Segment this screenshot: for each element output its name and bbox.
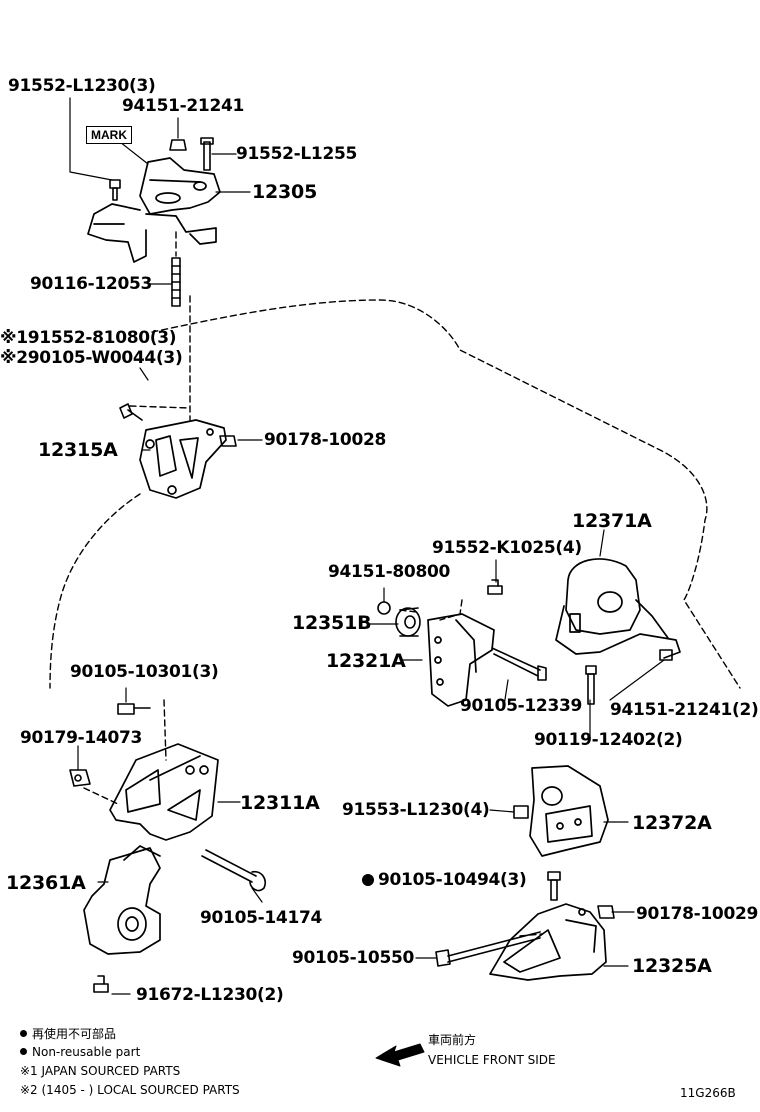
nut-94151-21241: [169, 139, 187, 151]
bracket-12325A: [489, 903, 607, 981]
bolt-90105-10301: [117, 703, 151, 715]
nut-94151-21241-2: [659, 649, 673, 661]
legend-local-sourced: ※2 (1405 - ) LOCAL SOURCED PARTS: [20, 1083, 240, 1097]
bolt-91552-L1255: [200, 137, 214, 171]
stud-90116-12053: [171, 257, 181, 307]
part-label-94151-21241[interactable]: 94151-21241: [122, 96, 245, 116]
nut-90178-10029: [597, 905, 615, 919]
part-label-12361A[interactable]: 12361A: [6, 872, 86, 894]
part-label-91552-81080[interactable]: ※191552-81080(3): [0, 328, 177, 348]
illustration-code: 11G266B: [680, 1086, 736, 1100]
legend-japan-sourced: ※1 JAPAN SOURCED PARTS: [20, 1064, 181, 1078]
bolt-90119-12402: [585, 665, 597, 705]
bracket-12315A: [139, 419, 227, 499]
vehicle-front-ja: 車両前方: [428, 1033, 477, 1047]
legend-nonreusable-ja: 再使用不可部品: [20, 1026, 116, 1042]
mount-12361A: [83, 845, 161, 955]
part-label-91552-K1025[interactable]: 91552-K1025(4): [432, 538, 582, 558]
part-label-91552-L1255[interactable]: 91552-L1255: [236, 144, 358, 164]
part-label-12325A[interactable]: 12325A: [632, 955, 712, 977]
part-label-90105-12339[interactable]: 90105-12339: [460, 696, 583, 716]
legend-nonreusable-en: Non-reusable part: [20, 1044, 140, 1060]
nut-94151-80800: [377, 601, 391, 615]
part-label-90119-12402[interactable]: 90119-12402(2): [534, 730, 683, 750]
part-label-12311A[interactable]: 12311A: [240, 792, 320, 814]
part-label-90116-12053[interactable]: 90116-12053: [30, 274, 153, 294]
mount-12371A: [555, 558, 681, 659]
legend-nonreusable-en-text: Non-reusable part: [32, 1045, 141, 1059]
part-label-12351B[interactable]: 12351B: [292, 612, 372, 634]
part-label-12321A[interactable]: 12321A: [326, 650, 406, 672]
legend-nonreusable-ja-text: 再使用不可部品: [32, 1027, 117, 1041]
bolt-90105-10550: [435, 931, 541, 967]
part-label-91552-L1230[interactable]: 91552-L1230(3): [8, 76, 156, 96]
part-label-90178-10028[interactable]: 90178-10028: [264, 430, 387, 450]
legend-dot-icon: [20, 1048, 27, 1055]
part-label-90105-W0044[interactable]: ※290105-W0044(3): [0, 348, 183, 368]
part-label-90105-10550[interactable]: 90105-10550: [292, 948, 415, 968]
part-label-90105-10301[interactable]: 90105-10301(3): [70, 662, 219, 682]
part-label-12315A[interactable]: 12315A: [38, 439, 118, 461]
part-label-94151-21241-2[interactable]: 94151-21241(2): [610, 700, 759, 720]
bolt-91553-L1230: [513, 805, 529, 819]
engine-outline: [49, 231, 741, 937]
bracket-12311A: [109, 743, 219, 841]
part-label-90178-10029[interactable]: 90178-10029: [636, 904, 759, 924]
mark-label: MARK: [86, 126, 132, 144]
part-label-90105-10494[interactable]: 90105-10494(3): [378, 870, 527, 890]
part-label-12371A[interactable]: 12371A: [572, 510, 652, 532]
nut-90179-14073: [69, 769, 91, 787]
bolt-90105-10494: [547, 871, 561, 901]
non-reusable-dot: [362, 874, 374, 886]
bracket-12372A: [529, 765, 609, 857]
bolt-90105-12339: [491, 647, 547, 681]
leader-lines: [69, 97, 665, 995]
bolt-91552-K1025: [487, 579, 503, 595]
bolt-91552-L1230: [109, 179, 121, 201]
bolt-91552-81080: [119, 403, 143, 421]
part-label-91553-L1230[interactable]: 91553-L1230(4): [342, 800, 490, 820]
part-label-12305[interactable]: 12305: [252, 181, 318, 203]
bracket-12321A: [427, 613, 495, 707]
part-label-90105-14174[interactable]: 90105-14174: [200, 908, 323, 928]
vehicle-front-en: VEHICLE FRONT SIDE: [428, 1053, 556, 1067]
bushing-12351B: [395, 607, 421, 637]
legend-dot-icon: [20, 1030, 27, 1037]
nut-90178-10028: [219, 435, 237, 447]
part-label-90179-14073[interactable]: 90179-14073: [20, 728, 143, 748]
bolt-91672-L1230: [93, 975, 109, 993]
bolt-90105-14174: [201, 849, 267, 892]
part-label-12372A[interactable]: 12372A: [632, 812, 712, 834]
mount-12305: [87, 157, 221, 263]
part-label-94151-80800[interactable]: 94151-80800: [328, 562, 451, 582]
vehicle-front-arrow: [375, 1043, 425, 1067]
part-label-91672-L1230[interactable]: 91672-L1230(2): [136, 985, 284, 1005]
